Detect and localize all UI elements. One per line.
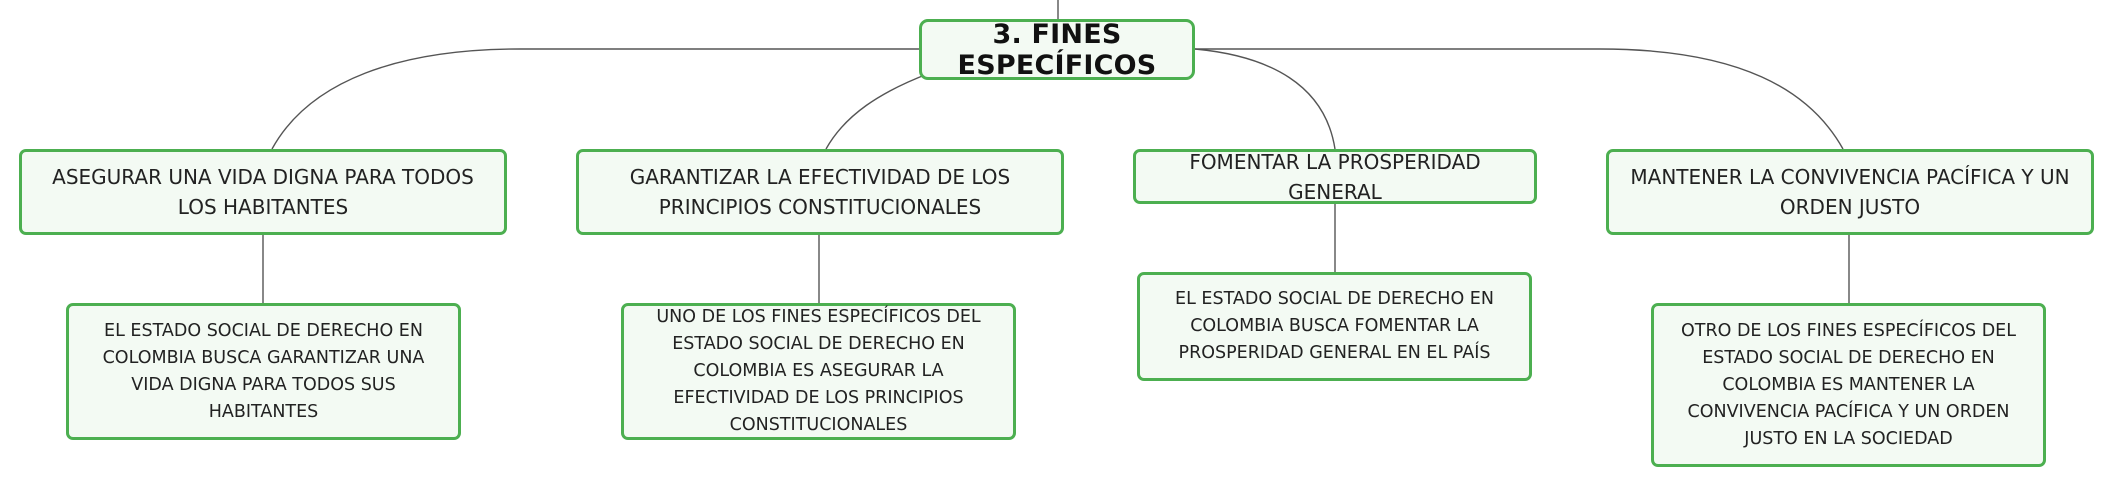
branch-node-prosperidad-general[interactable]: FOMENTAR LA PROSPERIDAD GENERAL	[1133, 149, 1537, 204]
leaf-node-principios-constitucionales[interactable]: UNO DE LOS FINES ESPECÍFICOS DEL ESTADO …	[621, 303, 1016, 440]
leaf-node-text: UNO DE LOS FINES ESPECÍFICOS DEL ESTADO …	[656, 307, 981, 435]
connector-root-to-branch-4	[1195, 48, 1844, 150]
connector-root-to-branch-1	[271, 48, 919, 150]
root-node[interactable]: 3. FINES ESPECÍFICOS	[919, 18, 1195, 81]
leaf-node-convivencia-pacifica[interactable]: OTRO DE LOS FINES ESPECÍFICOS DEL ESTADO…	[1651, 303, 2046, 467]
leaf-node-text: EL ESTADO SOCIAL DE DERECHO EN COLOMBIA …	[102, 320, 425, 422]
branch-node-label: MANTENER LA CONVIVENCIA PACÍFICA Y UN OR…	[1630, 165, 2070, 219]
branch-node-principios-constitucionales[interactable]: GARANTIZAR LA EFECTIVIDAD DE LOS PRINCIP…	[576, 149, 1064, 235]
branch-node-convivencia-pacifica[interactable]: MANTENER LA CONVIVENCIA PACÍFICA Y UN OR…	[1606, 149, 2094, 235]
connector-root-to-branch-2	[825, 72, 931, 150]
branch-node-vida-digna[interactable]: ASEGURAR UNA VIDA DIGNA PARA TODOS LOS H…	[19, 149, 507, 235]
branch-node-label: GARANTIZAR LA EFECTIVIDAD DE LOS PRINCIP…	[629, 165, 1011, 219]
leaf-node-text: EL ESTADO SOCIAL DE DERECHO EN COLOMBIA …	[1175, 289, 1494, 363]
root-node-label: 3. FINES ESPECÍFICOS	[957, 18, 1157, 81]
branch-node-label: FOMENTAR LA PROSPERIDAD GENERAL	[1189, 149, 1481, 204]
leaf-node-prosperidad-general[interactable]: EL ESTADO SOCIAL DE DERECHO EN COLOMBIA …	[1137, 272, 1532, 381]
leaf-node-vida-digna[interactable]: EL ESTADO SOCIAL DE DERECHO EN COLOMBIA …	[66, 303, 461, 440]
leaf-node-text: OTRO DE LOS FINES ESPECÍFICOS DEL ESTADO…	[1680, 320, 2016, 449]
connector-root-to-branch-3	[1194, 48, 1336, 150]
branch-node-label: ASEGURAR UNA VIDA DIGNA PARA TODOS LOS H…	[52, 165, 474, 219]
